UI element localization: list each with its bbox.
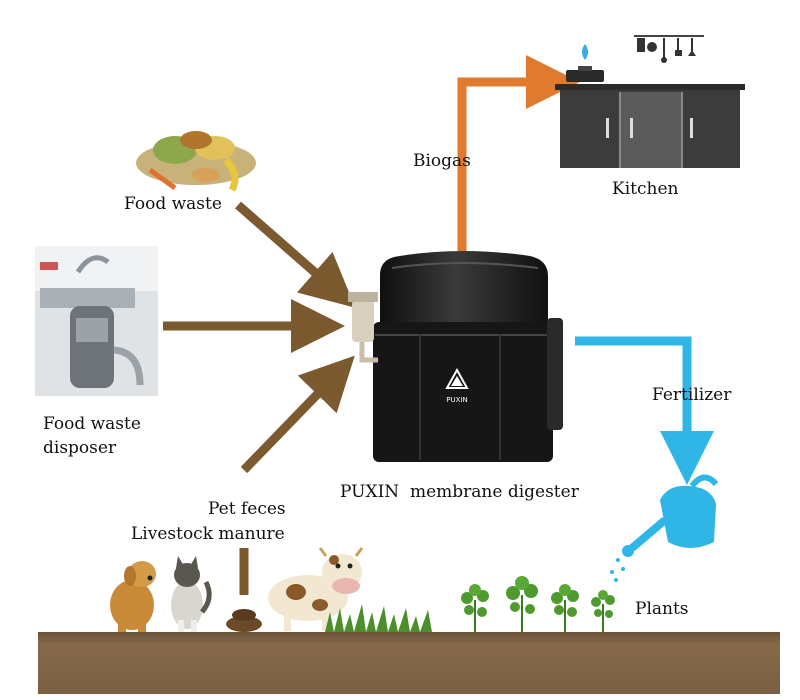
livestock-manure-label: Livestock manure xyxy=(131,524,285,544)
plants-label: Plants xyxy=(635,599,689,619)
biogas-arrow xyxy=(457,55,580,258)
biogas-label: Biogas xyxy=(413,151,471,171)
fertilizer-arrow xyxy=(575,336,714,485)
pet-feces-label: Pet feces xyxy=(208,499,286,519)
digester-brand: PUXIN xyxy=(446,396,467,404)
digester-icon: PUXIN xyxy=(348,251,563,462)
kitchen-icon xyxy=(555,84,745,168)
plant-icon xyxy=(461,576,615,632)
kitchen-label: Kitchen xyxy=(612,179,679,199)
fertilizer-label: Fertilizer xyxy=(652,385,732,405)
soil-ground xyxy=(38,632,780,694)
utensils-icon xyxy=(634,35,704,63)
food-waste-label: Food waste xyxy=(124,194,222,214)
dog-icon xyxy=(110,561,156,632)
cow-icon xyxy=(268,547,364,631)
cat-icon xyxy=(171,556,212,632)
disposer-label-line2: disposer xyxy=(43,438,117,458)
pet-arrow-lower xyxy=(240,355,355,474)
grass-icon xyxy=(325,604,432,632)
disposer-icon xyxy=(35,246,158,396)
watering-can-icon xyxy=(610,474,719,582)
stove-icon xyxy=(566,66,604,82)
disposer-label-line1: Food waste xyxy=(43,414,141,434)
input-arrows xyxy=(163,201,356,595)
flame-icon xyxy=(582,44,588,60)
digester-label: PUXIN membrane digester xyxy=(340,482,579,502)
manure-icon xyxy=(226,609,262,632)
food-waste-icon xyxy=(136,131,256,192)
food-waste-arrow xyxy=(235,201,356,308)
